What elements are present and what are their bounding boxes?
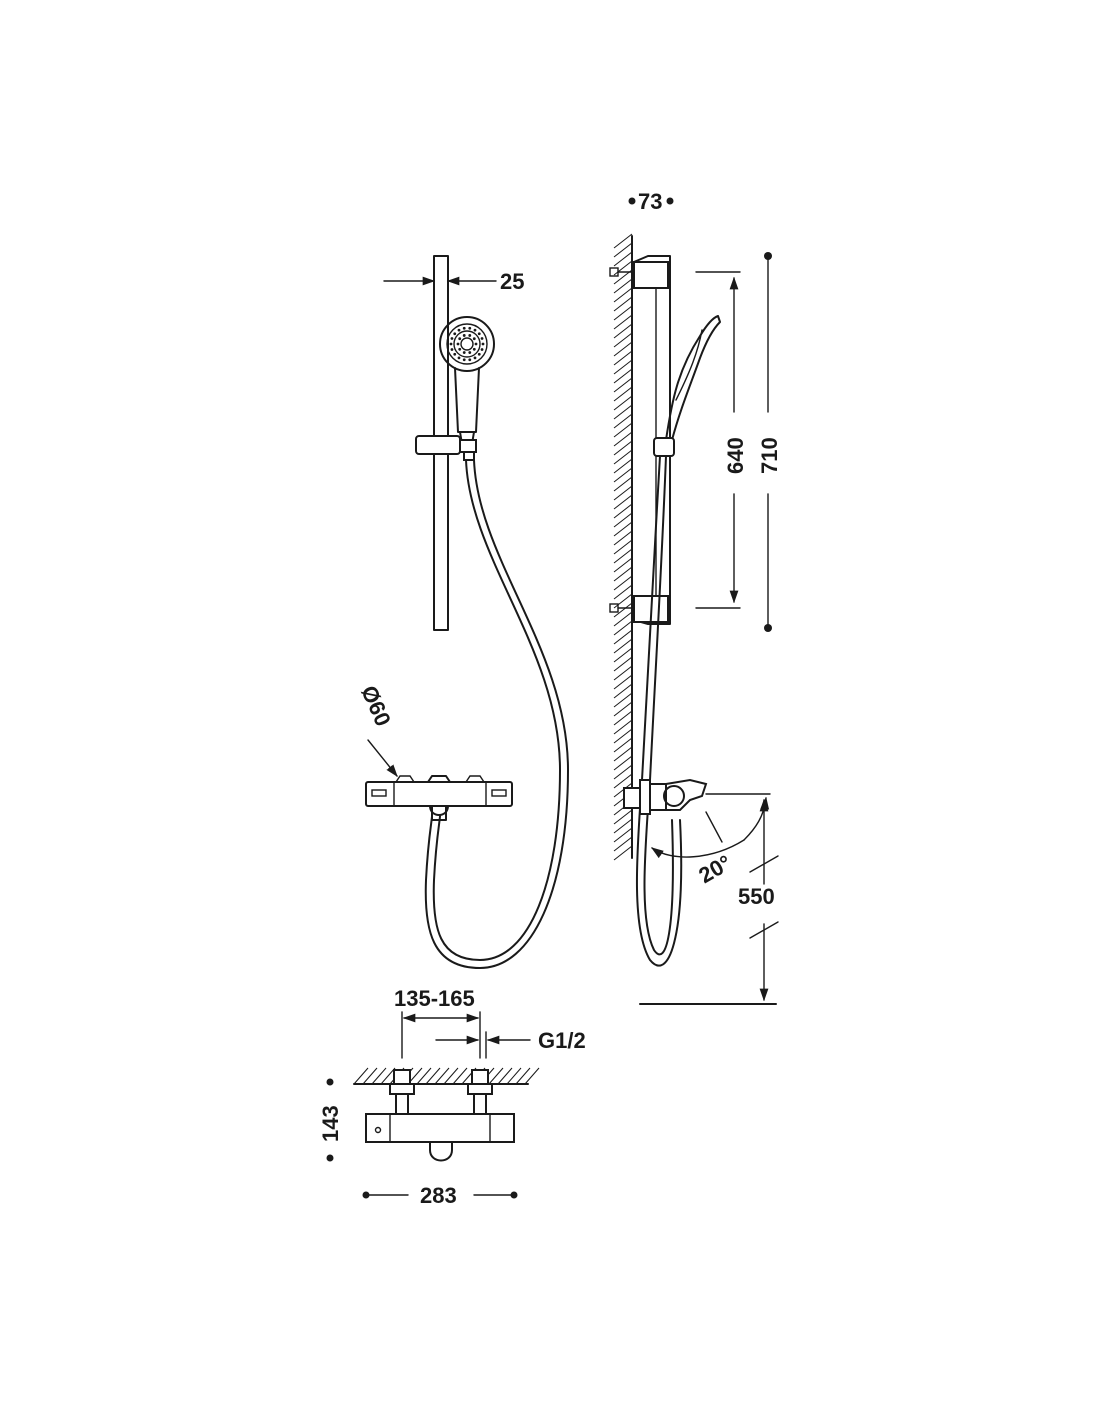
slider-holder [415, 435, 477, 461]
hand-shower-side [665, 315, 721, 441]
dim-rail-inner: 640 [723, 437, 748, 474]
hand-shower [439, 316, 495, 445]
dim-mixer-width: 283 [420, 1183, 457, 1208]
inlet-left [389, 1069, 415, 1115]
dim-head-diameter: Ø60 [356, 682, 396, 730]
dim-inlet-thread: G1/2 [538, 1028, 586, 1053]
front-view: 25 Ø60 [356, 255, 569, 969]
inlet-right [467, 1069, 493, 1115]
dim-rail-total: 710 [757, 437, 782, 474]
dim-rail-depth: 73 [638, 189, 662, 214]
thermostatic-mixer-front [365, 775, 513, 821]
hose-side [635, 455, 683, 967]
dim-mixer-height: 550 [738, 884, 775, 909]
side-view: 20° 550 640 710 73 [609, 189, 782, 1005]
mixer-side [623, 778, 708, 815]
mixer-body-top [365, 1113, 515, 1143]
slider-side [653, 437, 675, 457]
top-view: 135-165 G1/2 143 283 [318, 986, 586, 1208]
dim-mixer-depth: 143 [318, 1105, 343, 1142]
dim-rail-width: 25 [500, 269, 524, 294]
shower-hose [432, 459, 561, 961]
dim-inlet-centres: 135-165 [394, 986, 475, 1011]
wall [613, 233, 633, 861]
